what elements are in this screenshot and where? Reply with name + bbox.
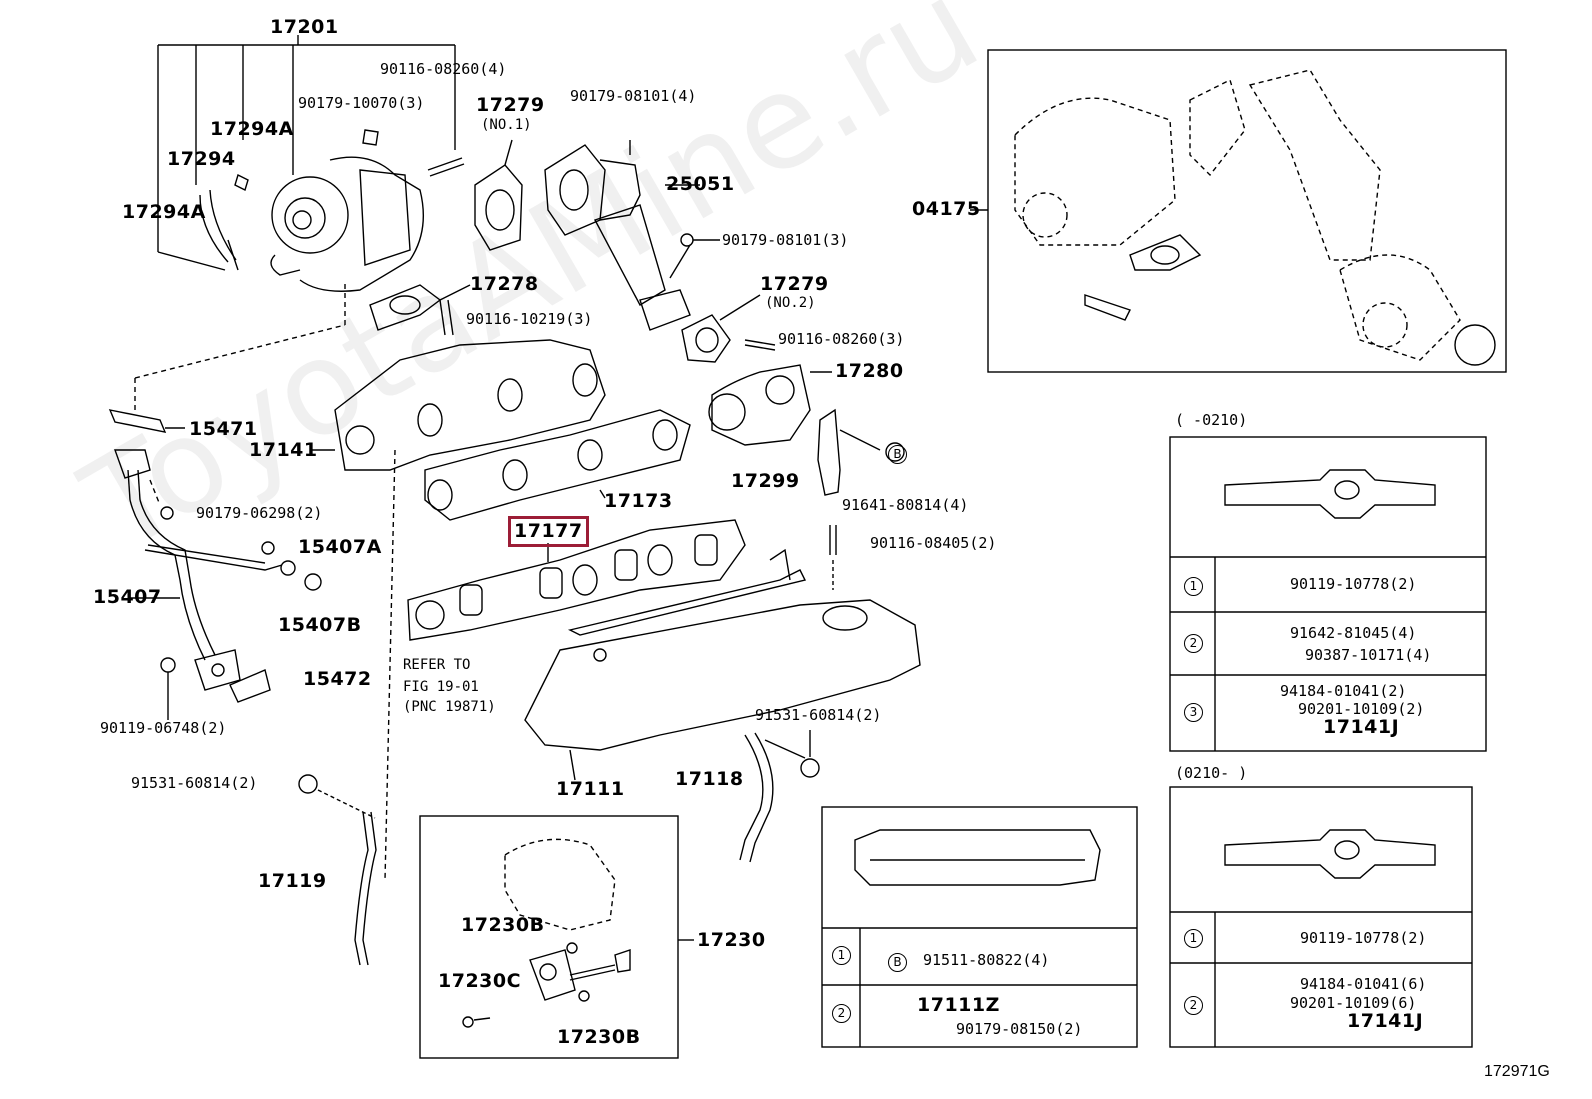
exhaust-manifold-17141-drawing	[310, 339, 606, 471]
turbocharger-drawing	[199, 129, 465, 292]
pipe-15407-drawing	[108, 409, 322, 720]
label-17294[interactable]: 17294	[167, 148, 236, 170]
circle-1-icon: 1	[1184, 577, 1203, 596]
gasket-17279-no2-drawing	[681, 294, 776, 363]
label-17119[interactable]: 17119	[258, 870, 327, 892]
label-17230[interactable]: 17230	[697, 929, 766, 951]
table-middle-frame	[821, 806, 1138, 1048]
label-circle-b-1: B	[888, 445, 907, 464]
label-90116-10219-3[interactable]: 90116-10219(3)	[466, 310, 593, 328]
circle-2-icon: 2	[1184, 996, 1203, 1015]
table-upper-row3-key: 3	[1184, 703, 1203, 722]
turbo-bracket-lines	[157, 35, 456, 271]
diagram-id: 172971G	[1484, 1063, 1550, 1080]
table-lower-period: (0210- )	[1175, 764, 1248, 782]
circle-b-icon: B	[888, 953, 907, 972]
table-upper-row2-key: 2	[1184, 634, 1203, 653]
label-90116-08405-2[interactable]: 90116-08405(2)	[870, 534, 997, 552]
label-90119-06748-2[interactable]: 90119-06748(2)	[100, 719, 227, 737]
table-lower-row1-key: 1	[1184, 929, 1203, 948]
label-17177-highlighted[interactable]: 17177	[508, 516, 589, 547]
label-04175[interactable]: 04175	[912, 198, 981, 220]
label-91531-60814-2-a[interactable]: 91531-60814(2)	[131, 774, 258, 792]
gasket-17177-drawing	[407, 519, 746, 641]
circle-1-icon: 1	[1184, 929, 1203, 948]
table-upper-period: ( -0210)	[1175, 411, 1248, 429]
label-17280[interactable]: 17280	[835, 360, 904, 382]
hose-17118-drawing	[739, 730, 820, 863]
label-15407b[interactable]: 15407B	[278, 614, 362, 636]
circle-3-icon: 3	[1184, 703, 1203, 722]
label-15471[interactable]: 15471	[189, 418, 258, 440]
refer-line-3: (PNC 19871)	[403, 699, 496, 715]
label-90116-08260-3[interactable]: 90116-08260(3)	[778, 330, 905, 348]
table-middle-row1-key: 1	[832, 946, 851, 965]
label-90179-08101-4[interactable]: 90179-08101(4)	[570, 87, 697, 105]
table-upper-row1-key: 1	[1184, 577, 1203, 596]
label-17230b-b[interactable]: 17230B	[557, 1026, 641, 1048]
gasket-17278-drawing	[369, 284, 471, 336]
table-upper-row2-item1[interactable]: 91642-81045(4)	[1290, 624, 1417, 642]
table-lower-frame	[1169, 786, 1473, 1048]
label-90179-06298-2[interactable]: 90179-06298(2)	[196, 504, 323, 522]
table-middle-row1-bolt: B	[888, 953, 907, 972]
label-17299[interactable]: 17299	[731, 470, 800, 492]
circle-2-icon: 2	[832, 1004, 851, 1023]
label-17141[interactable]: 17141	[249, 439, 318, 461]
table-lower-row2-key: 2	[1184, 996, 1203, 1015]
label-25051[interactable]: 25051	[666, 173, 735, 195]
table-upper-row1-item1[interactable]: 90119-10778(2)	[1290, 575, 1417, 593]
refer-line-2: FIG 19-01	[403, 679, 479, 695]
gasket-17173-drawing	[424, 409, 691, 521]
hose-17119-drawing	[298, 774, 377, 966]
table-upper-row2-item2[interactable]: 90387-10171(4)	[1305, 646, 1432, 664]
label-90116-08260-4[interactable]: 90116-08260(4)	[380, 60, 507, 78]
label-15407a[interactable]: 15407A	[298, 536, 382, 558]
table-lower-row1-item1[interactable]: 90119-10778(2)	[1300, 929, 1427, 947]
table-upper-row3-item3[interactable]: 17141J	[1323, 716, 1400, 738]
table-lower-row2-item3[interactable]: 17141J	[1347, 1010, 1424, 1032]
table-upper-frame	[1169, 436, 1487, 752]
gasket-17279-no1-drawing	[474, 139, 523, 251]
label-17294a-top[interactable]: 17294A	[210, 118, 294, 140]
label-17118[interactable]: 17118	[675, 768, 744, 790]
label-91641-80814-4[interactable]: 91641-80814(4)	[842, 496, 969, 514]
box-04175	[970, 49, 1507, 373]
label-17111[interactable]: 17111	[556, 778, 625, 800]
refer-line-1: REFER TO	[403, 657, 471, 673]
table-middle-row1-item1[interactable]: 91511-80822(4)	[923, 951, 1050, 969]
table-upper-row3-item2[interactable]: 90201-10109(2)	[1298, 700, 1425, 718]
circle-b-icon: B	[888, 445, 907, 464]
label-17173[interactable]: 17173	[604, 490, 673, 512]
label-17201[interactable]: 17201	[270, 16, 339, 38]
label-17278[interactable]: 17278	[470, 273, 539, 295]
table-upper-row3-item1[interactable]: 94184-01041(2)	[1280, 682, 1407, 700]
label-17230c[interactable]: 17230C	[438, 970, 522, 992]
label-17279-no2[interactable]: 17279	[760, 273, 829, 295]
elbow-17280-drawing	[708, 364, 832, 446]
table-lower-row2-item1[interactable]: 94184-01041(6)	[1300, 975, 1427, 993]
dashed-guides	[134, 280, 396, 881]
table-middle-row2-item1[interactable]: 17111Z	[917, 994, 1000, 1016]
label-17294a[interactable]: 17294A	[122, 201, 206, 223]
label-91531-60814-2-b[interactable]: 91531-60814(2)	[755, 706, 882, 724]
label-90179-10070-3[interactable]: 90179-10070(3)	[298, 94, 425, 112]
circle-1-icon: 1	[832, 946, 851, 965]
circle-2-icon: 2	[1184, 634, 1203, 653]
label-15472[interactable]: 15472	[303, 668, 372, 690]
table-lower-row2-item2[interactable]: 90201-10109(6)	[1290, 994, 1417, 1012]
box-17230	[419, 815, 694, 1059]
table-middle-row2-item2[interactable]: 90179-08150(2)	[956, 1020, 1083, 1038]
label-17279-no1[interactable]: 17279	[476, 94, 545, 116]
label-17279-no2-note: (NO.2)	[765, 295, 816, 311]
label-17230b-a[interactable]: 17230B	[461, 914, 545, 936]
intake-manifold-17111-drawing	[524, 548, 921, 781]
label-90179-08101-3[interactable]: 90179-08101(3)	[722, 231, 849, 249]
exhaust-pipe-25051-drawing	[544, 140, 720, 331]
table-middle-row2-key: 2	[832, 1004, 851, 1023]
stud-90116-08405-drawing	[829, 525, 837, 590]
label-17279-no1-note: (NO.1)	[481, 117, 532, 133]
label-15407[interactable]: 15407	[93, 586, 162, 608]
